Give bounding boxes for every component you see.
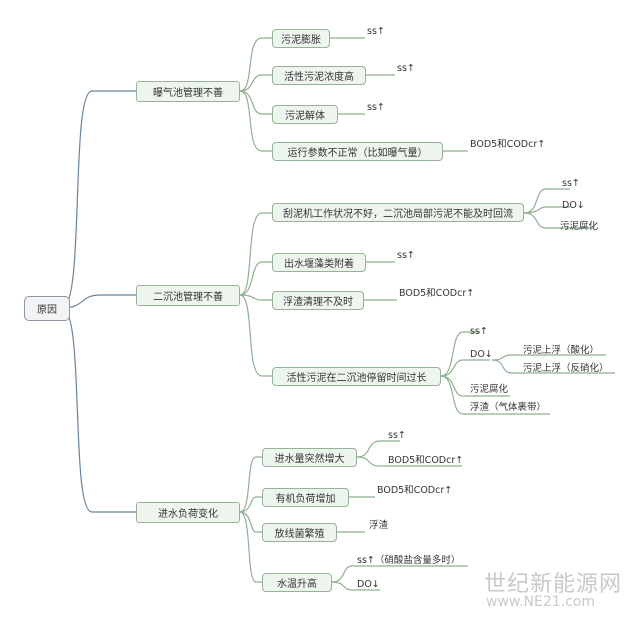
influent-cause-node[interactable]: 水温升高 (262, 573, 332, 592)
root-label: 原因 (37, 305, 57, 316)
influent-effect-label: BOD5和CODcr↑ (377, 485, 453, 496)
aeration-cause-node[interactable]: 运行参数不正常（比如曝气量） (272, 142, 443, 161)
clarifier-cause-label: 出水堰藻类附着 (284, 259, 354, 270)
branch-influent-label: 进水负荷变化 (158, 509, 218, 520)
influent-effect-label: DO↓ (357, 579, 380, 590)
aeration-cause-label: 污泥膨胀 (281, 35, 321, 46)
clarifier-effect-label: 浮渣（气体裹带） (470, 402, 547, 413)
branch-influent-node[interactable]: 进水负荷变化 (136, 502, 240, 523)
clarifier-effect-label: 污泥腐化 (470, 384, 509, 395)
clarifier-effect-label: DO↓ (470, 349, 493, 360)
aeration-effect-label: ss↑ (367, 26, 385, 37)
clarifier-effect-label: ss↑ (397, 250, 415, 261)
branch-clarifier-node[interactable]: 二沉池管理不善 (136, 285, 240, 306)
clarifier-cause-label: 刮泥机工作状况不好，二沉池局部污泥不能及时回流 (283, 209, 513, 220)
clarifier-cause-label: 活性污泥在二沉池停留时间过长 (286, 373, 427, 384)
influent-cause-node[interactable]: 放线菌繁殖 (262, 523, 337, 542)
branch-clarifier-label: 二沉池管理不善 (153, 292, 223, 303)
clarifier-effect-label: DO↓ (562, 200, 585, 211)
influent-cause-label: 有机负荷增加 (275, 494, 336, 505)
influent-effect-label: 浮渣 (369, 520, 389, 531)
influent-effect-label: ss↑（硝酸盐含量多时） (357, 555, 461, 566)
influent-cause-node[interactable]: 有机负荷增加 (262, 488, 349, 507)
clarifier-effect-label: BOD5和CODcr↑ (399, 288, 475, 299)
aeration-effect-label: BOD5和CODcr↑ (470, 139, 546, 150)
aeration-cause-node[interactable]: 污泥膨胀 (272, 29, 330, 48)
aeration-cause-label: 污泥解体 (285, 111, 325, 122)
influent-cause-node[interactable]: 进水量突然增大 (262, 448, 357, 467)
branch-aeration-label: 曝气池管理不善 (153, 88, 223, 99)
influent-effect-label: ss↑ (388, 430, 406, 441)
clarifier-cause-node[interactable]: 刮泥机工作状况不好，二沉池局部污泥不能及时回流 (272, 203, 524, 222)
watermark-title: 世纪新能源网 (484, 572, 623, 597)
aeration-effect-label: ss↑ (397, 63, 415, 74)
watermark-url: www.NE21.com (486, 594, 595, 610)
clarifier-cause-label: 浮渣清理不及时 (283, 297, 353, 308)
influent-cause-label: 水温升高 (277, 579, 317, 590)
clarifier-subeffect-label: 污泥上浮（反硝化） (523, 363, 609, 374)
aeration-cause-node[interactable]: 污泥解体 (272, 105, 338, 124)
aeration-cause-label: 运行参数不正常（比如曝气量） (287, 148, 428, 159)
branch-aeration-node[interactable]: 曝气池管理不善 (136, 81, 240, 102)
aeration-cause-label: 活性污泥浓度高 (284, 72, 354, 83)
aeration-effect-label: ss↑ (367, 102, 385, 113)
aeration-cause-node[interactable]: 活性污泥浓度高 (272, 66, 366, 85)
clarifier-cause-node[interactable]: 浮渣清理不及时 (272, 291, 364, 310)
influent-cause-label: 放线菌繁殖 (274, 529, 325, 540)
clarifier-effect-label: 污泥腐化 (560, 221, 599, 232)
clarifier-cause-node[interactable]: 出水堰藻类附着 (272, 253, 366, 272)
influent-effect-label: BOD5和CODcr↑ (388, 455, 464, 466)
clarifier-effect-label: ss↑ (562, 178, 580, 189)
influent-cause-label: 进水量突然增大 (274, 454, 345, 465)
clarifier-effect-label: ss↑ (470, 326, 488, 337)
clarifier-cause-node[interactable]: 活性污泥在二沉池停留时间过长 (272, 367, 441, 386)
root-node[interactable]: 原因 (24, 296, 70, 321)
clarifier-subeffect-label: 污泥上浮（酸化） (523, 345, 600, 356)
